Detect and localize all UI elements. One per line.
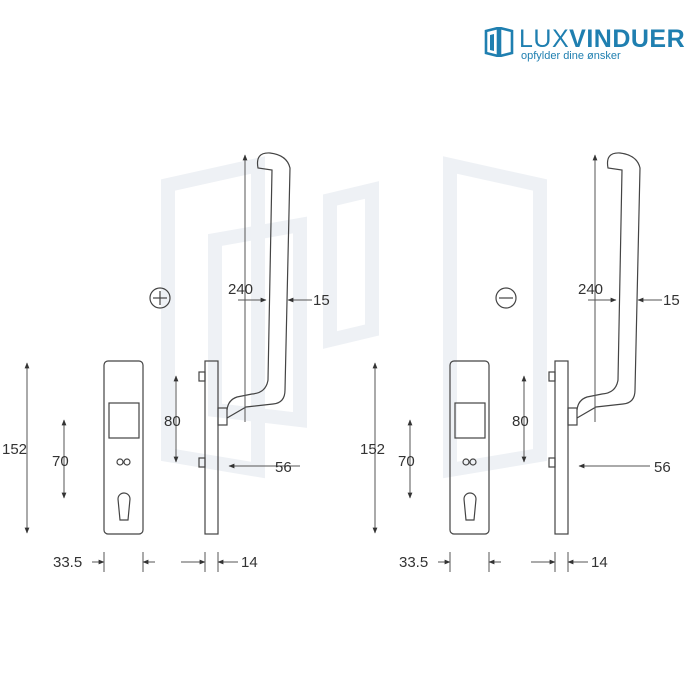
dim-cylinder-center: 70 [52,453,69,470]
side-plate [198,152,291,535]
dim-handle-height: 240 [578,281,603,298]
brand-name-bold: VINDUER [569,25,686,53]
dim-thickness: 14 [591,554,608,571]
front-plate [449,360,490,535]
window-logo-icon [484,27,514,57]
watermark-logo [161,156,547,479]
brand-name: LUXVINDUER [519,24,685,54]
dim-handle-height: 240 [228,281,253,298]
dim-handle-center: 80 [164,413,181,430]
brand-name-light: LUX [519,25,570,53]
plus-symbol-icon [149,287,171,309]
dim-backset: 33.5 [399,554,428,571]
dim-projection: 56 [654,459,671,476]
variant-plus: 240 15 152 70 80 56 33.5 14 [2,152,330,572]
dim-backset: 33.5 [53,554,82,571]
dim-cylinder-center: 70 [398,453,415,470]
brand-logo[interactable]: LUXVINDUER opfylder dine ønsker [484,24,694,68]
dim-thickness: 14 [241,554,258,571]
variant-minus: 240 15 152 70 80 56 33.5 14 [360,152,680,572]
front-plate [103,360,144,535]
dim-plate-height: 152 [2,441,27,458]
brand-tagline: opfylder dine ønsker [521,50,621,62]
side-plate [548,152,641,535]
dim-plate-height: 152 [360,441,385,458]
dim-handle-diameter: 15 [663,292,680,309]
dim-projection: 56 [275,459,292,476]
minus-symbol-icon [495,287,517,309]
dim-handle-diameter: 15 [313,292,330,309]
dim-handle-center: 80 [512,413,529,430]
